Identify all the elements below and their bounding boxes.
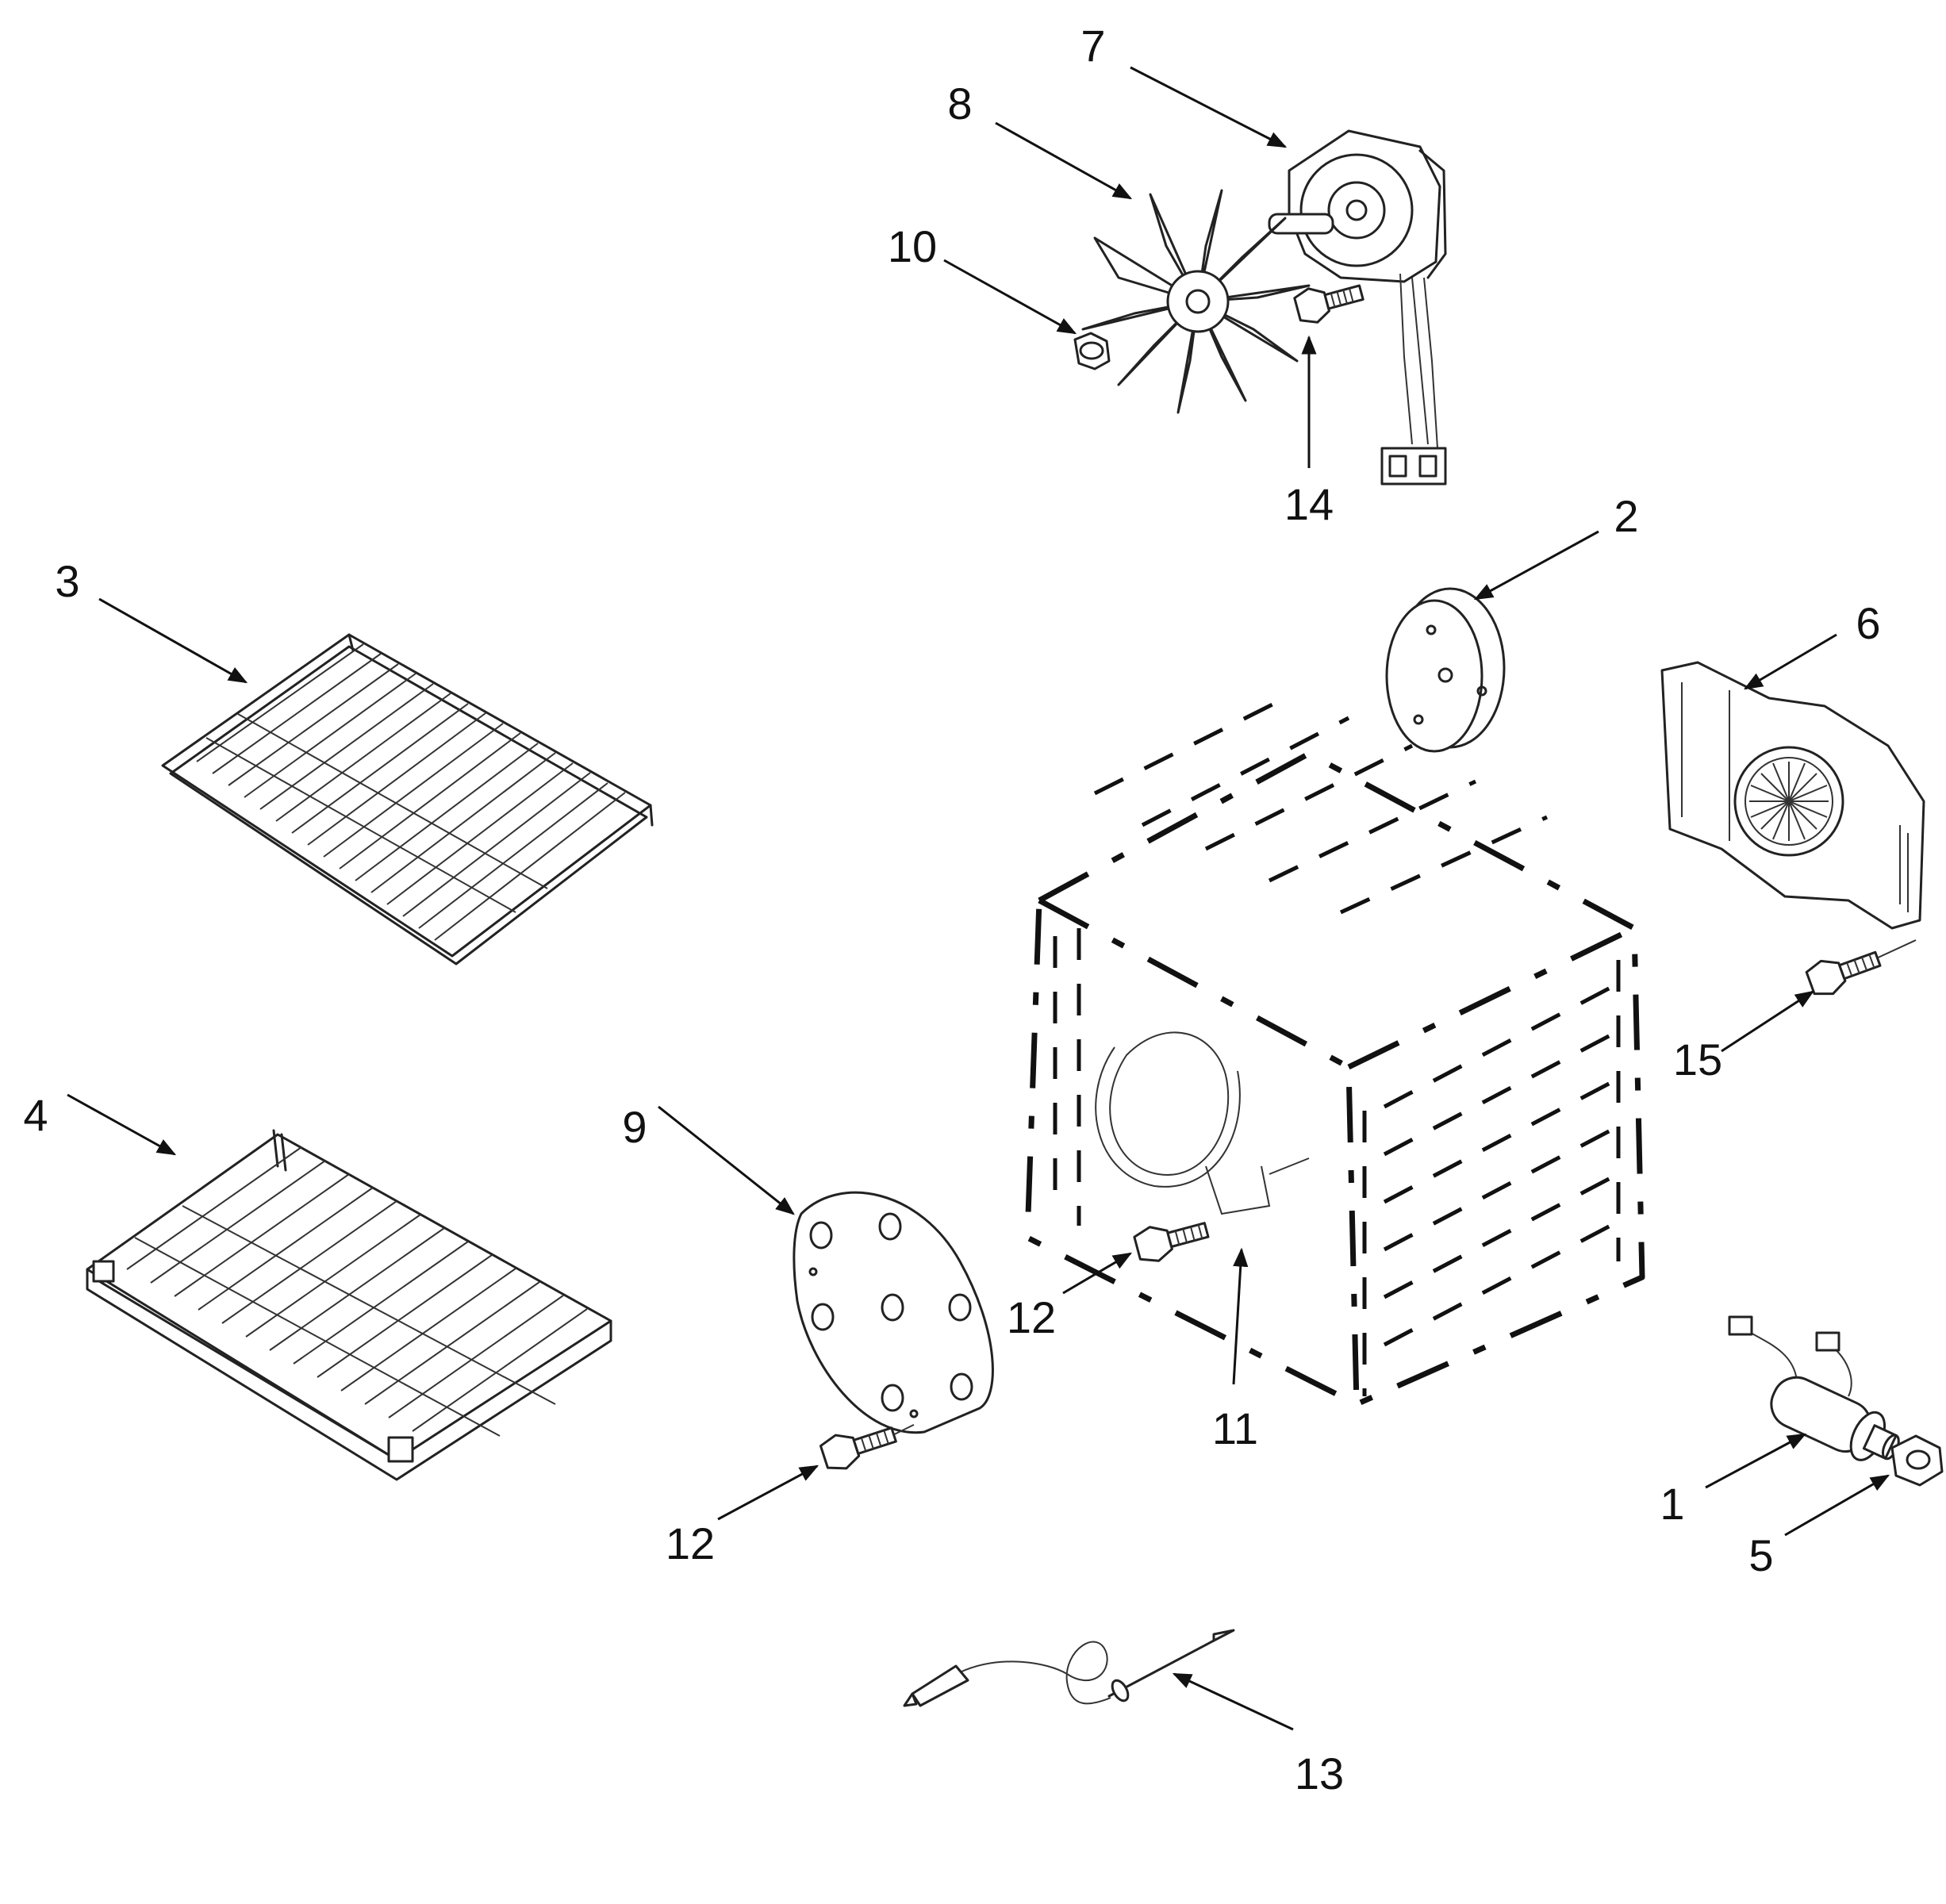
fan-motor-icon — [1268, 129, 1447, 486]
callout-10: 10 — [888, 221, 937, 271]
screw-icon — [819, 1424, 915, 1470]
callout-1: 1 — [1660, 1479, 1684, 1529]
leader-line — [1130, 66, 1288, 148]
callout-9: 9 — [622, 1102, 647, 1152]
callout-2: 2 — [1614, 491, 1638, 541]
callout-15: 15 — [1673, 1035, 1722, 1084]
fan-nut-icon — [1073, 332, 1111, 370]
leader-line — [1473, 530, 1599, 601]
screw-icon — [1133, 1222, 1210, 1262]
callout-6: 6 — [1856, 598, 1880, 648]
leader-line — [67, 1093, 177, 1156]
callout-4: 4 — [23, 1090, 48, 1140]
callout-14: 14 — [1284, 479, 1334, 529]
callout-13: 13 — [1295, 1749, 1344, 1798]
round-cover-plate-icon — [1385, 587, 1506, 753]
leader-line — [1705, 1433, 1807, 1489]
screw-icon — [1805, 950, 1882, 996]
callout-8: 8 — [947, 79, 972, 129]
callout-7: 7 — [1080, 21, 1105, 71]
hex-nut-icon — [1890, 1434, 1944, 1487]
leader-line — [717, 1464, 819, 1521]
leader-line — [658, 1105, 795, 1215]
fan-blade-icon — [1081, 189, 1311, 414]
meat-probe-icon — [903, 1629, 1235, 1707]
capacitor-icon — [1728, 1315, 1900, 1461]
leader-line — [1232, 1247, 1249, 1385]
callout-5: 5 — [1748, 1530, 1773, 1580]
leader-line — [943, 259, 1077, 335]
screw-icon — [1293, 284, 1365, 324]
leader-line — [995, 121, 1133, 200]
convection-baffle-icon — [1660, 661, 1925, 965]
leader-line — [1062, 1252, 1133, 1295]
callout-3: 3 — [55, 556, 79, 606]
wire-oven-rack-icon — [161, 633, 654, 965]
callout-12-lower: 12 — [666, 1518, 715, 1568]
leader-line — [1721, 990, 1815, 1053]
leader-line — [1743, 633, 1837, 690]
leader-line — [1172, 1672, 1294, 1731]
leader-line — [98, 597, 248, 684]
oven-cavity-icon — [1024, 696, 1645, 1407]
callout-11: 11 — [1212, 1403, 1258, 1453]
leader-lines — [67, 66, 1890, 1731]
sliding-rack-icon — [86, 1129, 612, 1481]
fan-cover-plate-icon — [793, 1191, 994, 1434]
callout-labels: 7 8 10 14 2 6 15 3 4 9 12 11 12 1 5 13 — [23, 21, 1880, 1798]
leader-line — [1784, 1474, 1890, 1537]
callout-12-upper: 12 — [1007, 1292, 1056, 1342]
